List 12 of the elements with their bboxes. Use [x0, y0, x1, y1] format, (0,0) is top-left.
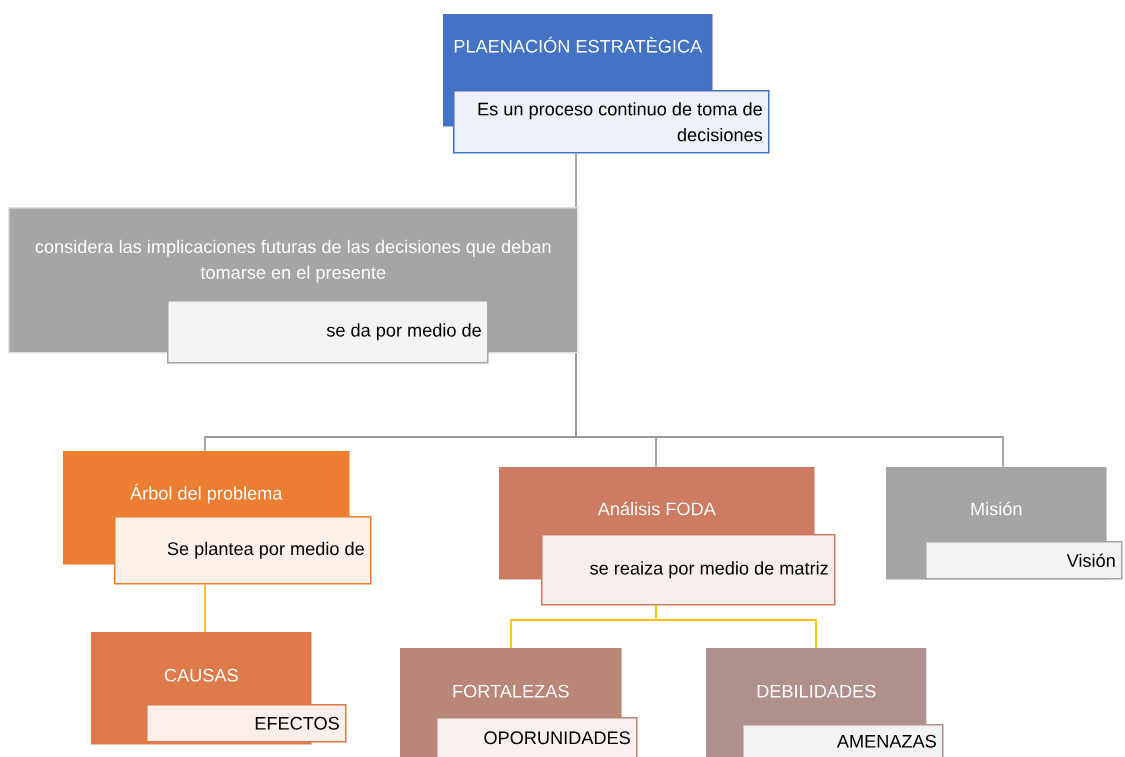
connector-line — [655, 604, 817, 649]
note-box: se reaiza por medio de matriz — [541, 534, 836, 606]
note-box: OPORUNIDADES — [436, 717, 638, 757]
connector-line — [575, 352, 1004, 468]
note-box: se da por medio de — [167, 300, 489, 364]
note-box: AMENAZAS — [742, 724, 944, 757]
note-box: EFECTOS — [146, 704, 347, 743]
note-box: Visión — [925, 541, 1123, 580]
connector-line — [575, 152, 577, 208]
note-box: Se plantea por medio de — [114, 516, 372, 585]
connector-line — [204, 583, 206, 633]
note-box: Es un proceso continuo de toma de decisiones — [453, 90, 770, 154]
